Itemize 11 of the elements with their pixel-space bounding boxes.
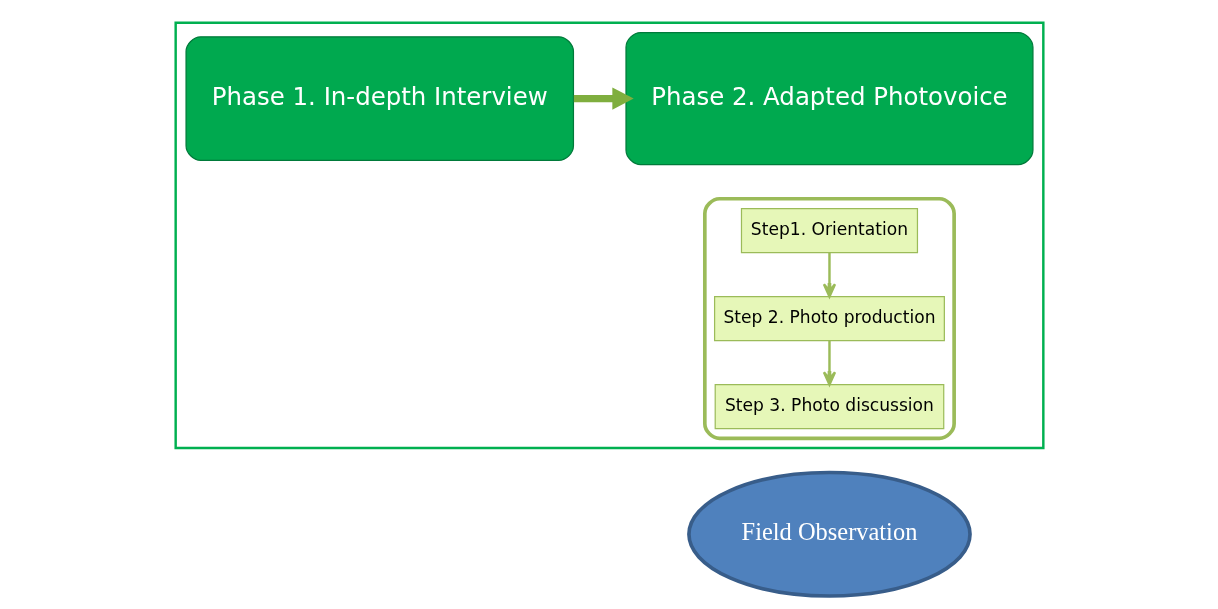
node-ellipse: Field Observation: [686, 470, 972, 598]
arrow: [822, 340, 836, 386]
arrow: [573, 87, 634, 110]
arrow: [822, 252, 836, 298]
node-box: Phase 1. In-depth Interview: [184, 36, 574, 161]
cluster: [702, 196, 956, 441]
node-box: Step 3. Photo discussion: [714, 383, 944, 430]
node-box: Phase 2. Adapted Photovoice: [624, 32, 1034, 166]
cluster: [173, 21, 1045, 450]
node-box: Step 2. Photo production: [713, 295, 945, 342]
node-box: Step1. Orientation: [740, 207, 918, 254]
